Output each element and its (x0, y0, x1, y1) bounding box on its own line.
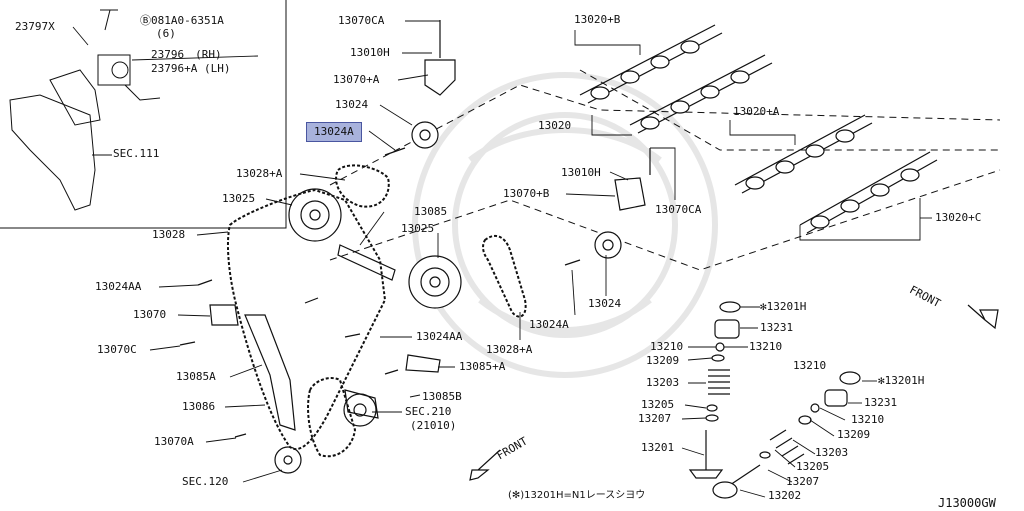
label-13020a: 13020+A (733, 105, 780, 118)
label-13070b: 13070+B (503, 187, 550, 200)
label-13070: 13070 (133, 308, 167, 321)
label-13020: 13020 (538, 119, 572, 132)
label-sec-120: SEC.120 (182, 475, 229, 488)
label-bolt-081a0: Ⓑ081A0-6351A (140, 14, 224, 27)
label-23796a: 23796+A (LH) (151, 62, 231, 75)
label-13025-center: 13025 (401, 222, 435, 235)
label-13010h-top: 13010H (350, 46, 390, 59)
label-13070ca-top: 13070CA (338, 14, 385, 27)
label-13020c: 13020+C (935, 211, 982, 224)
inset-frame (0, 0, 287, 229)
label-sec-111: SEC.111 (113, 147, 160, 160)
label-23797x: 23797X (15, 20, 55, 33)
label-13024-right: 13024 (588, 297, 622, 310)
label-13024aa-center: 13024AA (416, 330, 463, 343)
label-13010h-mid: 13010H (561, 166, 601, 179)
label-13231-b: 13231 (864, 396, 898, 409)
diagram-code: J13000GW (938, 496, 996, 510)
label-23796: 23796 (RH) (151, 48, 222, 61)
label-13024aa-left: 13024AA (95, 280, 142, 293)
label-13085a-center: 13085+A (459, 360, 506, 373)
label-13210-b1: 13210 (793, 359, 827, 372)
valve-assembly-b (712, 371, 861, 499)
label-sec-210: SEC.210 (405, 405, 452, 418)
timing-chains (226, 164, 527, 458)
chain-guides (209, 244, 441, 431)
sprockets (274, 121, 622, 474)
label-bolt-qty: (6) (156, 27, 176, 40)
label-13231-a: 13231 (760, 321, 794, 334)
label-13201h-a: ✻13201H (760, 300, 807, 313)
label-13025-left: 13025 (222, 192, 256, 205)
label-13085b: 13085B (422, 390, 462, 403)
label-13202: 13202 (768, 489, 802, 502)
label-13205-b: 13205 (796, 460, 830, 473)
label-13028: 13028 (152, 228, 186, 241)
tensioner-parts (424, 20, 651, 211)
label-13203-b: 13203 (815, 446, 849, 459)
label-13028a-left: 13028+A (236, 167, 283, 180)
label-13210-a2: 13210 (749, 340, 783, 353)
label-13209-b: 13209 (837, 428, 871, 441)
label-sec-210-sub: (21010) (410, 419, 457, 432)
label-13203-a: 13203 (646, 376, 680, 389)
label-13020b: 13020+B (574, 13, 621, 26)
label-13024a-highlighted[interactable]: 13024A (306, 122, 362, 142)
label-13024: 13024 (335, 98, 369, 111)
leader-lines (72, 20, 932, 498)
label-13207-a: 13207 (638, 412, 672, 425)
label-13201-a: 13201 (641, 441, 675, 454)
label-13205-a: 13205 (641, 398, 675, 411)
label-13210-a1: 13210 (650, 340, 684, 353)
label-13070c: 13070C (97, 343, 137, 356)
front-arrows (469, 304, 999, 481)
label-13085: 13085 (414, 205, 448, 218)
label-13201h-b: ✻13201H (878, 374, 925, 387)
label-13207-b: 13207 (786, 475, 820, 488)
inset-parts (9, 9, 161, 211)
label-13028a-center: 13028+A (486, 343, 533, 356)
label-13070ca-mid: 13070CA (655, 203, 702, 216)
label-13086: 13086 (182, 400, 216, 413)
label-13209-a: 13209 (646, 354, 680, 367)
label-13085a: 13085A (176, 370, 216, 383)
valve-assembly-a (688, 301, 741, 479)
label-13070a-bottom: 13070A (154, 435, 194, 448)
bolts (179, 147, 581, 438)
watermark-emblem (412, 72, 718, 378)
label-13210-b2: 13210 (851, 413, 885, 426)
camshafts (579, 24, 938, 234)
label-13024a-right: 13024A (529, 318, 569, 331)
footnote: (✻)13201H=N1レースシヨウ (508, 490, 646, 501)
label-13070a-top: 13070+A (333, 73, 380, 86)
